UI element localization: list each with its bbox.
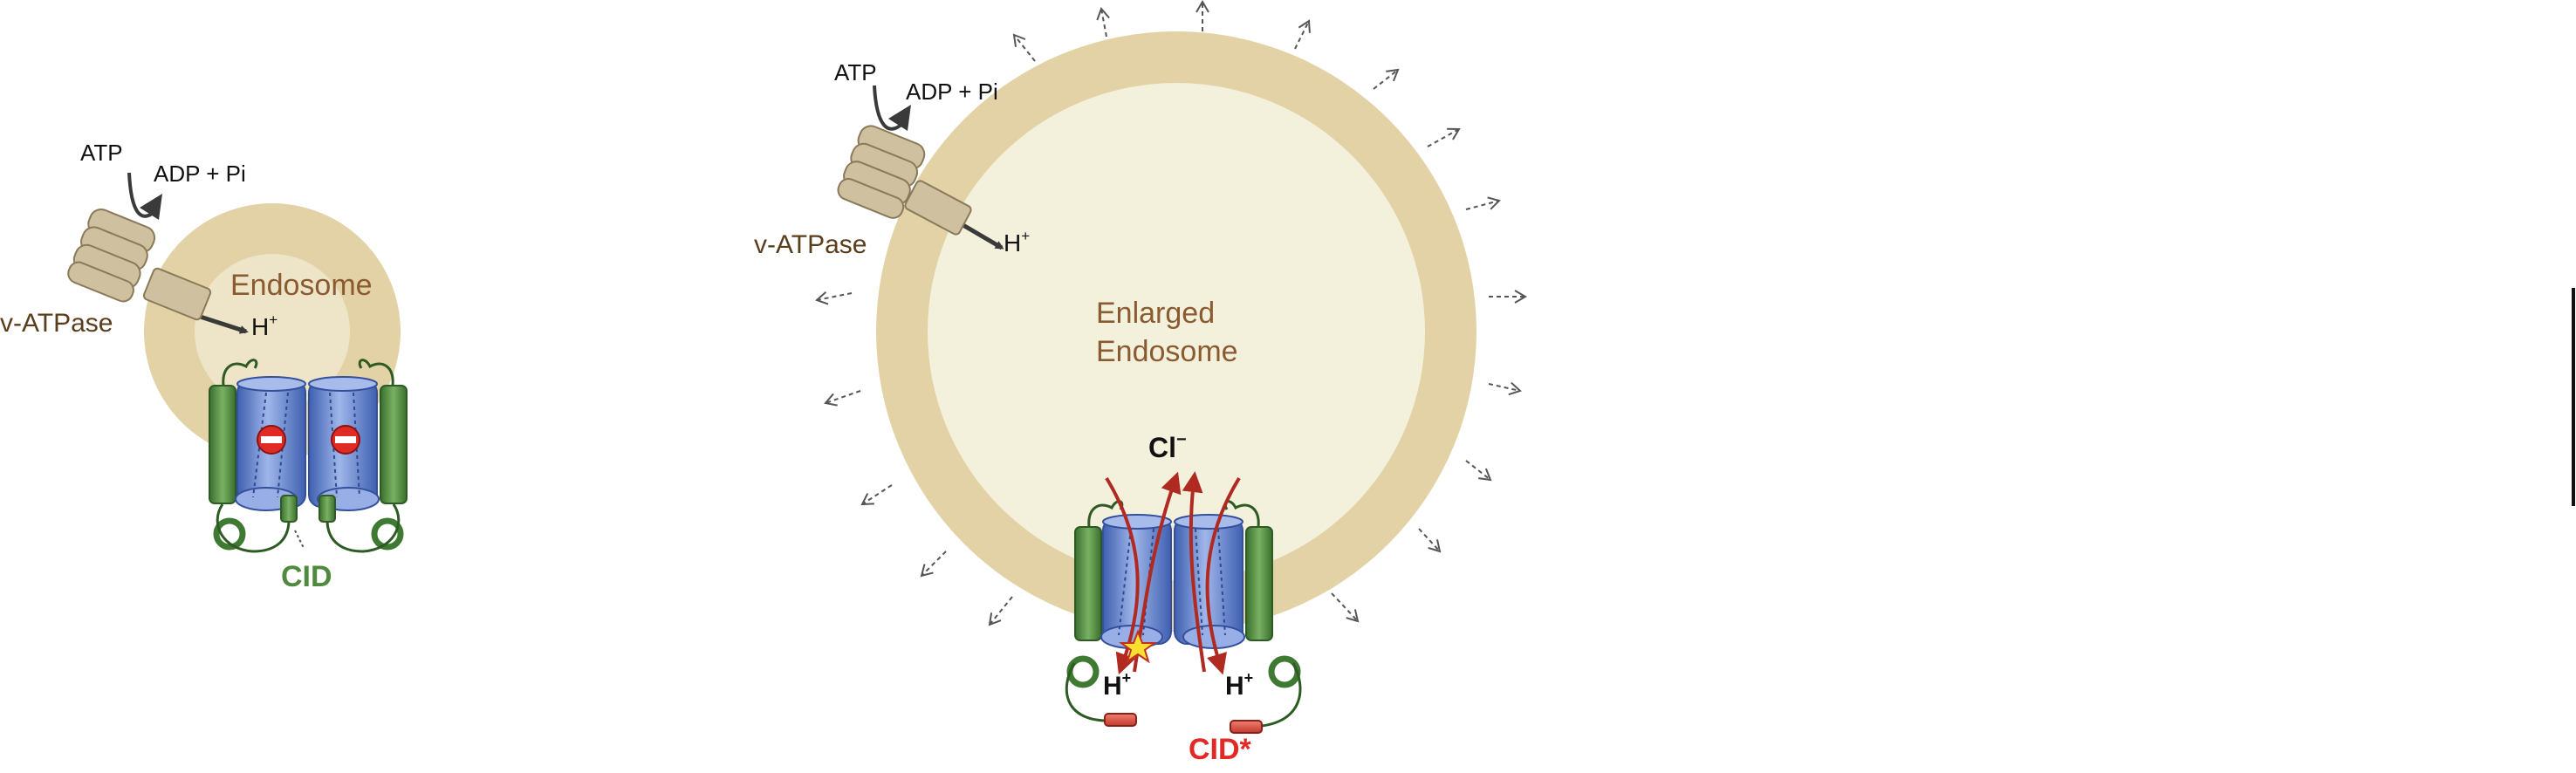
- right-pump-label: v-ATPase: [754, 230, 867, 259]
- enlarged-endosome-lumen: [928, 83, 1425, 580]
- endosome-lumen: [195, 254, 350, 409]
- left-domain-label: CID: [281, 560, 332, 593]
- right-atp-label: ATP: [834, 59, 877, 86]
- anion-label: Cl−: [1148, 430, 1187, 463]
- swelling-arrow-icon: [815, 0, 1527, 626]
- clc-transporter-icon: [1065, 471, 1302, 734]
- v-atpase-icon: [837, 85, 1004, 250]
- right-panel: ATP ADP + Pi v-ATPase H+ Enlarged Endoso…: [754, 0, 1527, 766]
- mutant-domain-label: CID*: [1189, 733, 1252, 766]
- proton-out-left-label: H+: [1103, 669, 1131, 701]
- right-compartment-line1: Enlarged: [1096, 297, 1215, 330]
- left-atp-label: ATP: [80, 140, 123, 166]
- right-compartment-line2: Endosome: [1096, 335, 1238, 368]
- right-adp-label: ADP + Pi: [906, 79, 998, 105]
- left-proton-label: H+: [251, 311, 277, 340]
- left-adp-label: ADP + Pi: [154, 161, 246, 187]
- proton-out-right-label: H+: [1225, 669, 1253, 701]
- left-compartment-label: Endosome: [230, 269, 373, 302]
- v-atpase-icon: [67, 172, 249, 334]
- left-panel: ATP ADP + Pi v-ATPase Endosome H+ CID: [0, 140, 408, 593]
- star-icon: [1118, 629, 1158, 664]
- block-sign-icon: [331, 425, 360, 455]
- clc-transporter-icon: [209, 359, 408, 553]
- block-sign-icon: [257, 425, 286, 455]
- right-proton-label: H+: [1004, 228, 1030, 257]
- left-pump-label: v-ATPase: [0, 309, 113, 338]
